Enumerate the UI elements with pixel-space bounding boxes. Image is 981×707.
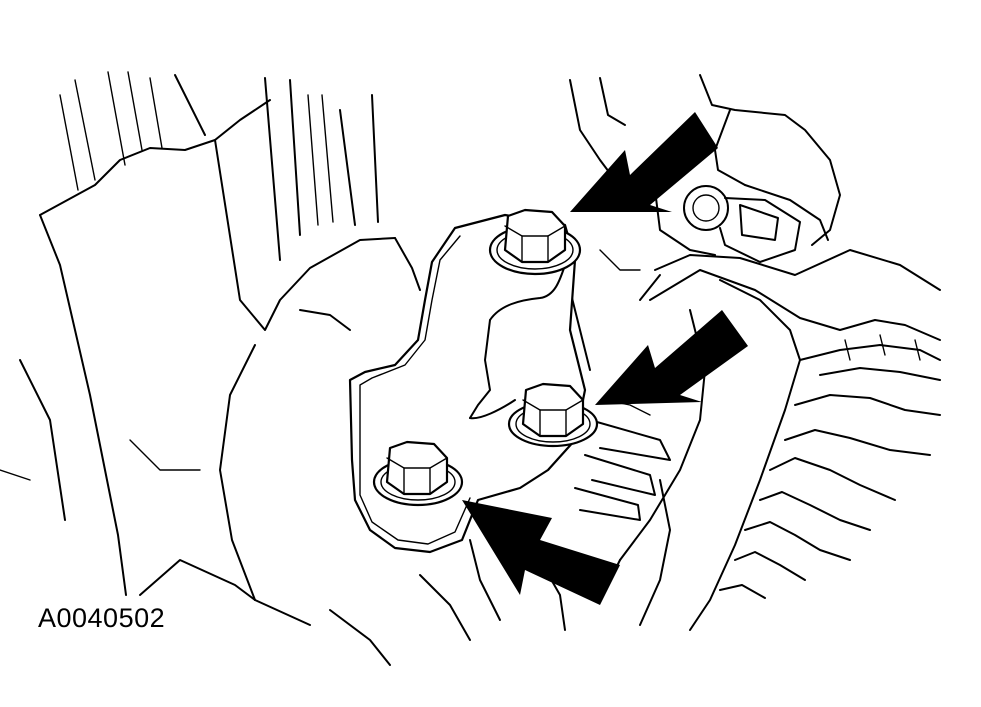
- engine-housing: [0, 71, 421, 626]
- arrow-middle-bolt: [595, 310, 748, 405]
- arrow-bottom-bolt: [462, 500, 620, 605]
- right-component: [599, 249, 941, 631]
- bolt-top: [488, 208, 582, 276]
- arrow-top-bolt: [570, 112, 718, 212]
- bolt-middle: [507, 382, 599, 448]
- cooling-fins: [569, 289, 671, 521]
- bolt-bottom: [372, 440, 464, 507]
- figure-id-label: A0040502: [38, 603, 166, 633]
